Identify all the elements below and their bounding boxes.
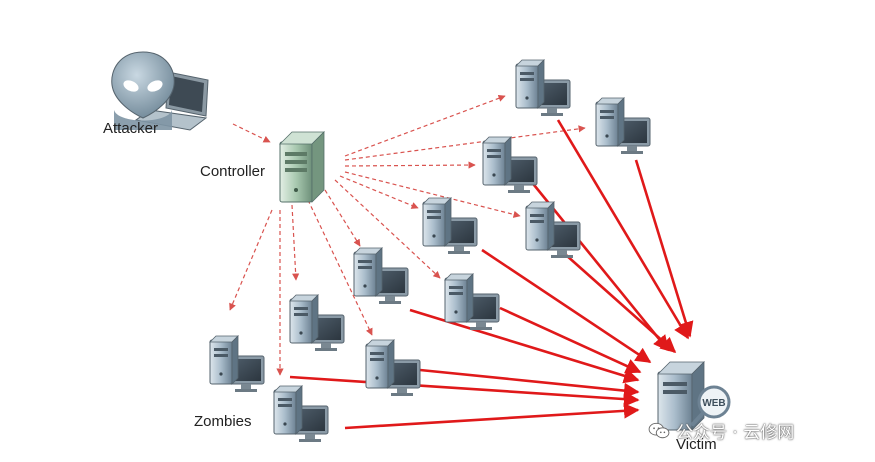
victim-node: WEB [657,361,731,431]
control-arrows [229,94,586,376]
attack-arrow [565,254,677,354]
wechat-icon [648,422,670,438]
attack-arrow [556,119,690,340]
attack-arrows [289,119,694,430]
command-arrow [307,199,373,336]
controller-label: Controller [200,163,266,180]
command-arrow [344,161,476,169]
command-arrow [344,125,586,161]
attack-arrow [289,375,640,407]
command-arrow [344,94,506,157]
zombie-pc-icon [525,201,581,259]
command-arrow [334,179,441,279]
attack-arrow [634,159,694,338]
zombie-pc-icon [273,385,329,443]
command-arrow [344,171,521,218]
attacker-to-controller-arrow [232,123,271,143]
server-icon [279,131,325,203]
attack-arrow [481,248,652,364]
watermark: 公众号 · 云修网 [648,418,794,443]
command-arrow [324,189,361,247]
zombie-pc-icon [444,273,500,331]
zombie-pc-icon [289,294,345,352]
zombie-pc-icon [515,59,571,117]
attacker-label: Attacker [103,120,159,137]
watermark-text: 公众号 · 云修网 [676,423,795,443]
zombie-pc-icon [353,247,409,305]
attack-arrow [499,306,642,374]
alien-laptop-icon [111,51,209,131]
command-arrow [229,209,273,311]
controller-node [279,131,325,203]
zombie-pc-icon [422,197,478,255]
command-arrow [291,204,300,281]
zombie-pc-icon [209,335,265,393]
attack-arrow [344,403,640,430]
zombie-pc-icon [482,136,538,194]
victim-label: Victim [676,436,717,453]
attack-arrow [419,368,640,399]
web-badge-text: WEB [702,398,725,409]
web-server-icon: WEB [657,361,731,431]
zombie-computers [209,59,651,443]
zombie-pc-icon [365,339,421,397]
attack-arrow [409,308,640,384]
attacker-node [111,51,209,131]
command-arrow [339,175,419,209]
zombies-label: Zombies [194,413,252,430]
zombie-pc-icon [595,97,651,155]
